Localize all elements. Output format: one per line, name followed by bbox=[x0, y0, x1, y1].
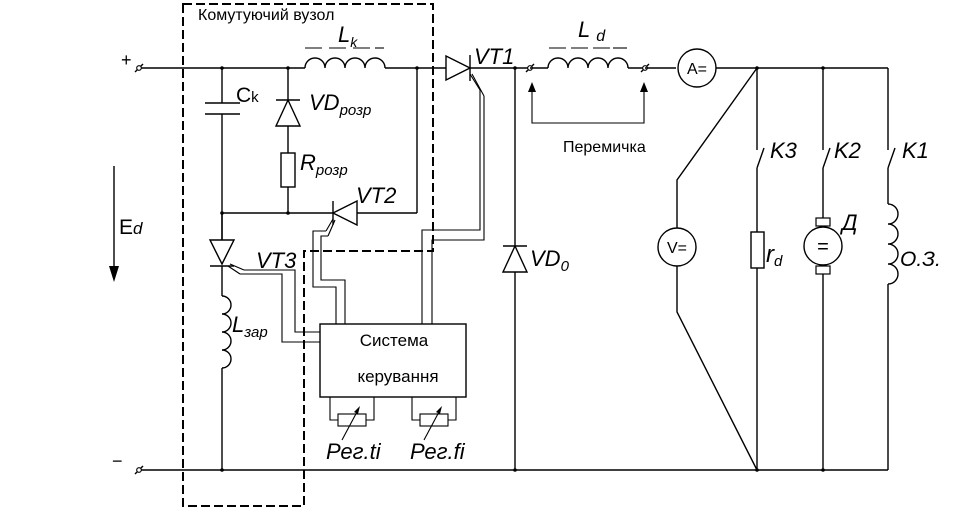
minus-label: − bbox=[112, 451, 123, 471]
ammeter-label: A= bbox=[687, 61, 707, 78]
control-label-line2: керування bbox=[357, 367, 438, 386]
control-label-line1: Система bbox=[360, 331, 429, 350]
control-system: Система керування bbox=[319, 323, 467, 398]
reg-fi-label: Рег.fi bbox=[410, 439, 466, 464]
resistor-r-rozr: Rрозр bbox=[280, 126, 348, 213]
motor-label: Д bbox=[839, 210, 858, 235]
voltmeter: V= bbox=[657, 67, 758, 471]
inductor-l-zar: Lзар bbox=[221, 266, 268, 470]
positive-terminal: + bbox=[121, 50, 144, 73]
switch-k2: K2 bbox=[822, 68, 861, 218]
resistor-rd: rd bbox=[750, 231, 783, 470]
capacitor-ck: Ck bbox=[205, 68, 259, 240]
inductor-lk: Lk bbox=[304, 22, 386, 69]
rd-label: rd bbox=[766, 241, 783, 270]
switch-k3: K3 bbox=[756, 68, 798, 232]
diode-vd-rozr: VDрозр bbox=[274, 68, 371, 127]
field-label: О.З. bbox=[900, 248, 941, 271]
plus-label: + bbox=[121, 50, 132, 70]
commutation-node-label: Комутуючий вузол bbox=[198, 7, 334, 24]
negative-terminal: − bbox=[112, 451, 144, 475]
diode-vd0: VD0 bbox=[501, 68, 570, 470]
ck-label: Ck bbox=[236, 84, 259, 107]
voltmeter-label: V= bbox=[667, 240, 687, 257]
jumper-bracket: Перемичка bbox=[528, 82, 648, 156]
jumper-label: Перемичка bbox=[563, 139, 646, 156]
motor-symbol: = bbox=[817, 236, 829, 258]
k2-label: K2 bbox=[834, 138, 861, 163]
thyristor-vt1: VT1 bbox=[445, 44, 530, 97]
vd-rozr-label: VDрозр bbox=[309, 90, 371, 119]
switch-k1: K1 bbox=[887, 68, 929, 204]
ed-label: Ed bbox=[119, 216, 143, 239]
k3-label: K3 bbox=[770, 138, 798, 163]
potentiometer-reg-ti: Рег.ti bbox=[326, 397, 382, 464]
thyristor-vt2: VT2 bbox=[325, 68, 418, 237]
vt2-label: VT2 bbox=[356, 183, 396, 208]
field-winding: О.З. bbox=[887, 203, 941, 470]
dc-motor: = Д bbox=[803, 210, 858, 470]
l-zar-label: Lзар bbox=[232, 312, 268, 341]
reg-ti-label: Рег.ti bbox=[326, 439, 382, 464]
k1-label: K1 bbox=[902, 138, 929, 163]
ammeter: A= bbox=[677, 48, 717, 88]
source-voltage-ed: Ed bbox=[109, 166, 143, 282]
gate-wires bbox=[240, 90, 485, 343]
r-rozr-label: Rрозр bbox=[300, 150, 348, 179]
vd0-label: VD0 bbox=[530, 246, 570, 275]
vt1-label: VT1 bbox=[474, 44, 514, 69]
commutation-node-boundary bbox=[182, 3, 434, 507]
potentiometer-reg-fi: Рег.fi bbox=[410, 397, 466, 464]
thyristor-vt3: VT3 bbox=[208, 213, 297, 275]
vt3-label: VT3 bbox=[256, 248, 297, 273]
lk-label: Lk bbox=[338, 22, 358, 50]
